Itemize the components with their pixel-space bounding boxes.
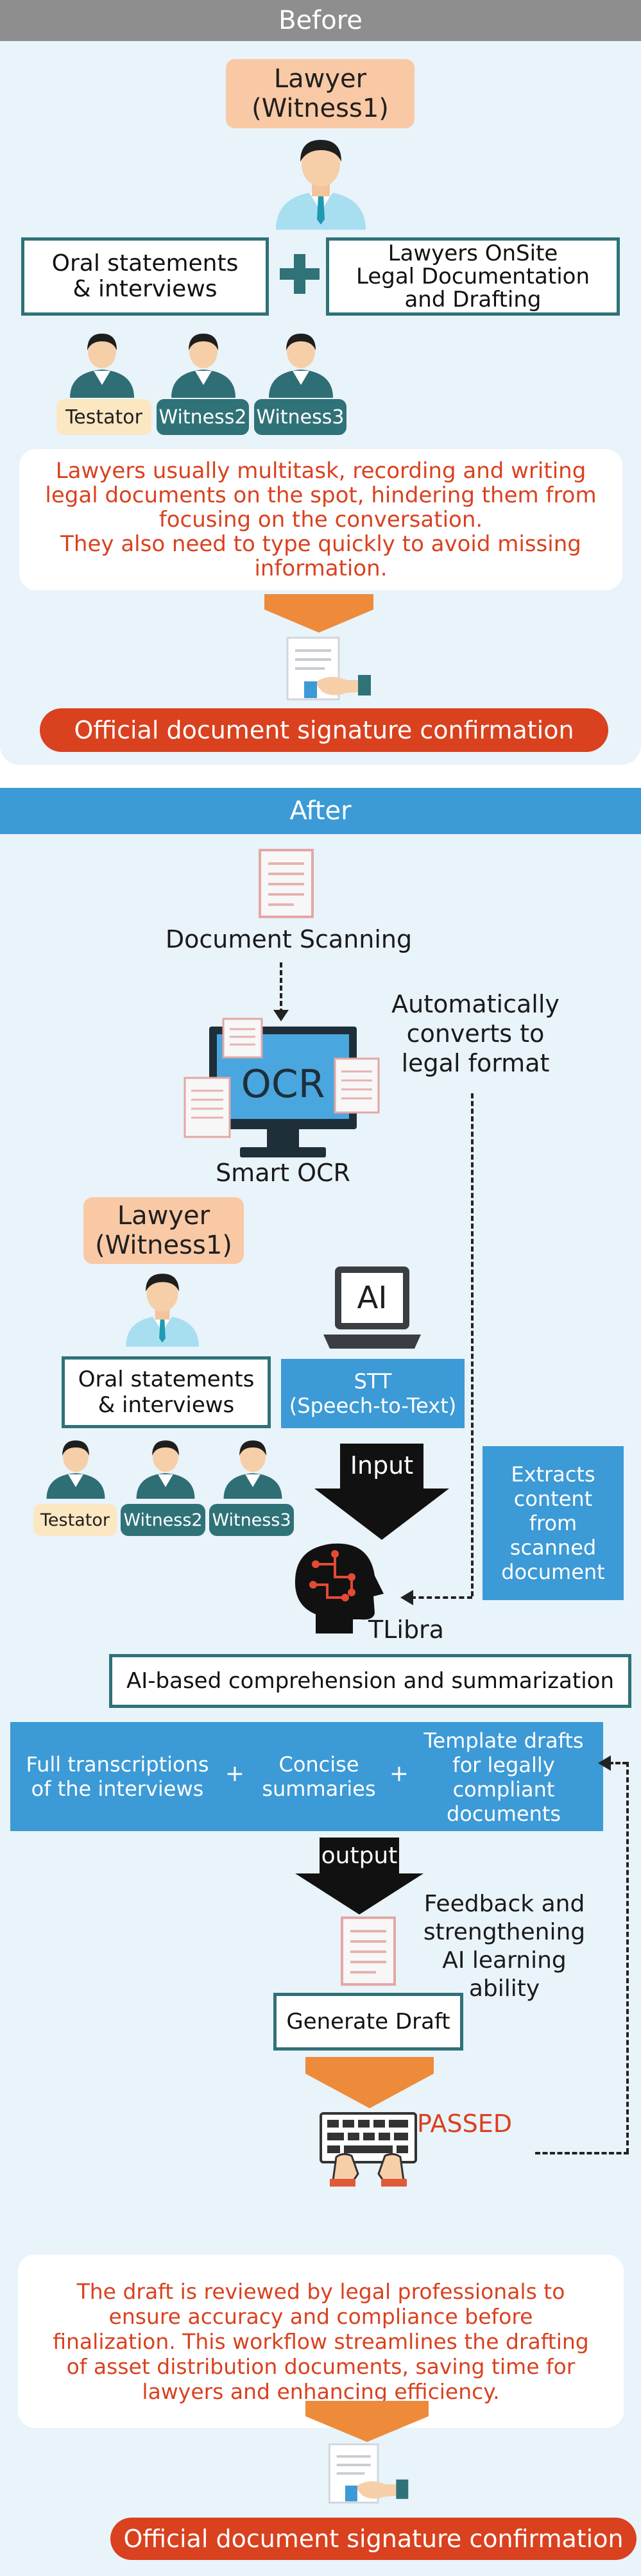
tlibra-label: TLibra xyxy=(368,1616,444,1644)
document-icon xyxy=(259,849,314,918)
input-arrow-icon xyxy=(314,1444,449,1540)
scan-dashed-connector xyxy=(280,962,282,1014)
after-header: After xyxy=(0,788,641,834)
feedback-dashed-bottom xyxy=(535,2152,629,2154)
document-scanning-label: Document Scanning xyxy=(165,925,413,953)
stt-box: STT (Speech-to-Text) xyxy=(281,1359,465,1428)
feedback-dashed-top xyxy=(608,1762,628,1764)
ai-summary-box: AI-based comprehension and summarization xyxy=(109,1654,631,1708)
outputs-bar xyxy=(10,1722,603,1831)
auto-convert-label: Automatically converts to legal format xyxy=(391,990,560,1077)
after-lawyer-label: Lawyer (Witness1) xyxy=(83,1197,244,1264)
passed-label: PASSED xyxy=(417,2110,512,2138)
contract-handshake-icon xyxy=(286,636,371,701)
after-contract-handshake-icon xyxy=(328,2443,409,2503)
before-note: Lawyers usually multitask, recording and… xyxy=(19,449,622,590)
output-label: output xyxy=(321,1843,398,1869)
ocr-dashed-connector xyxy=(471,1093,474,1596)
testator-chip: Testator xyxy=(56,399,151,435)
ai-laptop-icon xyxy=(323,1267,421,1349)
ocr-arrowhead xyxy=(400,1590,413,1605)
witness2-person-icon xyxy=(171,334,235,398)
after-testator-chip: Testator xyxy=(33,1504,117,1536)
after-witness2-person-icon xyxy=(136,1440,195,1499)
after-oral-box: Oral statements & interviews xyxy=(62,1356,271,1428)
feedback-label: Feedback and strengthening AI learning a… xyxy=(423,1891,586,2002)
extracts-box: Extracts content from scanned document xyxy=(483,1446,624,1600)
lawyer-person-icon xyxy=(276,140,366,230)
output-summaries: Concise summaries xyxy=(262,1752,376,1801)
before-signature-pill: Official document signature confirmation xyxy=(40,708,608,752)
witness3-chip: Witness3 xyxy=(254,399,346,435)
after-signature-pill: Official document signature confirmation xyxy=(110,2518,637,2560)
down-arrow-icon xyxy=(264,594,373,633)
output-plus-1: + xyxy=(225,1761,245,1787)
feedback-arrowhead xyxy=(598,1755,611,1771)
scan-arrowhead xyxy=(273,1010,289,1021)
ocr-to-brain-connector xyxy=(411,1596,472,1599)
output-transcriptions: Full transcriptions of the interviews xyxy=(26,1752,209,1801)
witness3-person-icon xyxy=(269,334,333,398)
after-witness3-person-icon xyxy=(223,1440,282,1499)
after-lawyer-person-icon xyxy=(126,1274,199,1347)
orange-down-arrow-icon xyxy=(305,2057,434,2108)
draft-document-icon xyxy=(341,1916,396,1986)
after-witness3-chip: Witness3 xyxy=(209,1504,294,1536)
witness2-chip: Witness2 xyxy=(157,399,249,435)
after-witness2-chip: Witness2 xyxy=(121,1504,205,1536)
ocr-monitor-icon xyxy=(184,1018,380,1157)
output-templates: Template drafts for legally compliant do… xyxy=(423,1728,584,1826)
keyboard-typing-icon xyxy=(320,2112,417,2187)
ai-screen-text: AI xyxy=(357,1280,388,1316)
input-label: Input xyxy=(350,1451,414,1480)
oral-statements-box: Oral statements & interviews xyxy=(21,237,269,316)
output-plus-2: + xyxy=(389,1761,409,1787)
output-arrow-icon xyxy=(295,1838,423,1915)
plus-icon xyxy=(280,254,320,294)
after-note: The draft is reviewed by legal professio… xyxy=(18,2255,624,2428)
ai-brain-head-icon xyxy=(295,1543,384,1633)
generate-draft-box: Generate Draft xyxy=(273,1993,463,2051)
testator-person-icon xyxy=(70,334,134,398)
feedback-dashed-vertical xyxy=(626,1762,629,2153)
after-down-arrow-icon xyxy=(305,2401,429,2442)
ocr-screen-text: OCR xyxy=(241,1062,325,1107)
after-testator-person-icon xyxy=(46,1440,105,1499)
lawyer-label: Lawyer (Witness1) xyxy=(226,59,415,128)
before-header: Before xyxy=(0,0,641,41)
onsite-drafting-box: Lawyers OnSite Legal Documentation and D… xyxy=(326,237,620,316)
smart-ocr-label: Smart OCR xyxy=(216,1159,350,1187)
